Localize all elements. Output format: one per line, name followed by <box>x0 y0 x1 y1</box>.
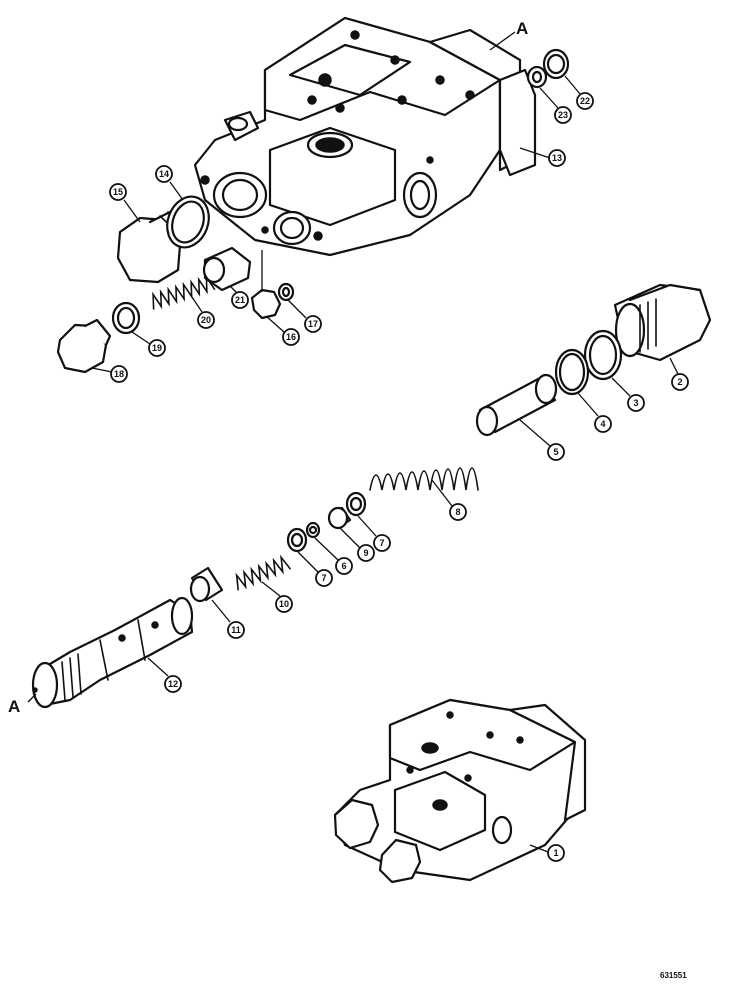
svg-text:5: 5 <box>553 447 558 457</box>
leader-a-bottom <box>27 693 37 703</box>
callout-14: 14 <box>155 165 173 183</box>
cap-2 <box>613 283 712 362</box>
callout-19: 19 <box>148 339 166 357</box>
oring-22 <box>542 48 570 80</box>
callout-22: 22 <box>576 92 594 110</box>
callout-7-right: 7 <box>373 534 391 552</box>
callout-6: 6 <box>335 557 353 575</box>
spring-8 <box>369 467 479 491</box>
reference-label-a-bottom: A <box>8 697 20 716</box>
washer-23 <box>526 65 548 89</box>
callout-2: 2 <box>671 373 689 391</box>
callout-9: 9 <box>357 544 375 562</box>
washer-7-right <box>345 491 367 517</box>
callout-15: 15 <box>109 183 127 201</box>
oring-19 <box>111 301 141 335</box>
callout-3: 3 <box>627 394 645 412</box>
reference-label-a-top: A <box>516 19 528 38</box>
callout-16: 16 <box>282 328 300 346</box>
svg-text:20: 20 <box>201 315 211 325</box>
oring-17 <box>277 282 295 302</box>
callout-17: 17 <box>304 315 322 333</box>
poppet-21 <box>202 246 252 292</box>
svg-text:22: 22 <box>580 96 590 106</box>
callout-21: 21 <box>231 291 249 309</box>
svg-text:19: 19 <box>152 343 162 353</box>
callout-12: 12 <box>164 675 182 693</box>
svg-text:3: 3 <box>633 398 638 408</box>
spool-12 <box>31 596 194 709</box>
callout-5: 5 <box>547 443 565 461</box>
ring-4 <box>554 348 590 396</box>
valve-housing-top <box>193 16 537 257</box>
svg-text:13: 13 <box>552 153 562 163</box>
oring-14 <box>166 195 210 249</box>
svg-text:10: 10 <box>279 599 289 609</box>
callout-10: 10 <box>275 595 293 613</box>
callout-8: 8 <box>449 503 467 521</box>
callout-4: 4 <box>594 415 612 433</box>
oring-3 <box>583 329 623 381</box>
svg-text:7: 7 <box>379 538 384 548</box>
svg-text:8: 8 <box>455 507 460 517</box>
spring-20 <box>152 274 216 310</box>
svg-text:4: 4 <box>600 419 605 429</box>
washer-6 <box>305 521 321 539</box>
valve-assembly-1 <box>333 698 587 884</box>
svg-text:17: 17 <box>308 319 318 329</box>
svg-text:15: 15 <box>113 187 123 197</box>
retainer-9 <box>327 506 352 530</box>
svg-text:7: 7 <box>321 573 326 583</box>
svg-text:21: 21 <box>235 295 245 305</box>
callout-18: 18 <box>110 365 128 383</box>
plug-11 <box>189 566 224 603</box>
callout-13: 13 <box>548 149 566 167</box>
svg-text:2: 2 <box>677 377 682 387</box>
svg-text:6: 6 <box>341 561 346 571</box>
svg-text:1: 1 <box>553 848 558 858</box>
sleeve-5 <box>475 373 558 437</box>
svg-text:16: 16 <box>286 332 296 342</box>
washer-7-left <box>286 527 308 553</box>
callouts: 1 2 3 4 5 6 7 7 8 9 10 11 12 <box>91 75 689 862</box>
callout-20: 20 <box>197 311 215 329</box>
svg-text:11: 11 <box>231 625 241 635</box>
callout-7-left: 7 <box>315 569 333 587</box>
svg-text:14: 14 <box>159 169 169 179</box>
plug-18 <box>56 318 112 374</box>
callout-11: 11 <box>227 621 245 639</box>
callout-1: 1 <box>547 844 565 862</box>
plug-16 <box>250 288 282 320</box>
spring-10 <box>235 554 291 591</box>
svg-text:12: 12 <box>168 679 178 689</box>
svg-text:23: 23 <box>558 110 568 120</box>
svg-text:9: 9 <box>363 548 368 558</box>
drawing-number: 631551 <box>660 971 687 980</box>
leader-a-top <box>489 31 516 51</box>
svg-text:18: 18 <box>114 369 124 379</box>
callout-23: 23 <box>554 106 572 124</box>
